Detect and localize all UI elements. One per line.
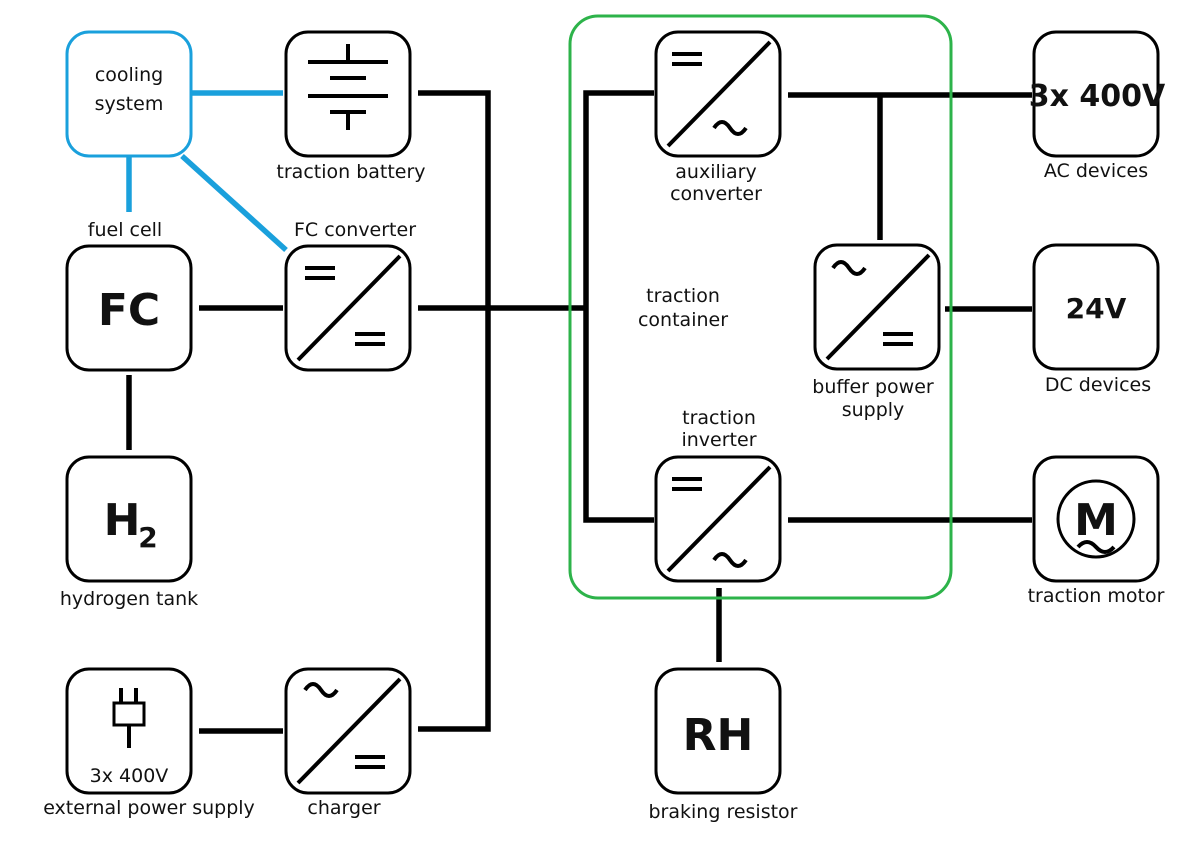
ac-voltage-text: 3x 400V	[1029, 79, 1166, 114]
dc-devices-label: DC devices	[1045, 374, 1151, 396]
hydrogen-tank-block: H 2 hydrogen tank	[60, 455, 198, 610]
traction-container-label-line2: container	[638, 309, 728, 331]
auxiliary-converter-label-line2: converter	[670, 183, 762, 205]
ac-devices-label: AC devices	[1044, 160, 1148, 182]
hydrogen-symbol: H	[104, 495, 141, 546]
buffer-power-supply-label-line2: supply	[842, 399, 905, 421]
charger-label: charger	[307, 797, 380, 819]
traction-motor-box	[1032, 455, 1160, 583]
cooling-lines	[126, 90, 288, 253]
braking-resistor-box	[654, 667, 782, 795]
fuel-cell-block: fuel cell FC	[65, 219, 193, 372]
cooling-system-label-line2: system	[95, 93, 164, 115]
dc-dc-converter-icon	[296, 254, 402, 362]
external-power-supply-label: external power supply	[43, 797, 255, 819]
dc-voltage-text: 24V	[1066, 292, 1127, 325]
traction-inverter-label-line1: traction	[682, 407, 756, 429]
hydrogen-tank-box	[65, 455, 193, 583]
dc-devices-block: 24V DC devices	[1032, 243, 1160, 396]
motor-icon: M	[1056, 479, 1136, 559]
buffer-power-supply-block: buffer power supply	[812, 243, 941, 421]
auxiliary-converter-label-line1: auxiliary	[675, 161, 756, 183]
traction-motor-block: M traction motor	[1028, 455, 1165, 607]
battery-charger-bus	[418, 90, 491, 732]
charger-block: charger	[284, 667, 412, 819]
cooling-system-box	[65, 30, 193, 158]
ac-dc-converter-icon	[825, 253, 931, 361]
buffer-power-supply-label-line1: buffer power	[812, 376, 934, 398]
motor-letter: M	[1074, 495, 1118, 546]
dc-ac-converter-icon	[666, 465, 772, 573]
hydrogen-subscript: 2	[138, 521, 157, 554]
fuel-cell-text: FC	[98, 285, 160, 336]
fuel-cell-label: fuel cell	[88, 219, 162, 241]
hydrogen-tank-label: hydrogen tank	[60, 588, 198, 610]
fc-converter-label: FC converter	[294, 219, 416, 241]
ac-dc-converter-icon	[296, 677, 402, 785]
braking-resistor-text: RH	[683, 710, 754, 761]
ac-devices-block: 3x 400V AC devices	[1029, 30, 1166, 182]
braking-resistor-label: braking resistor	[649, 801, 798, 823]
fc-converter-block: FC converter	[284, 219, 416, 372]
auxiliary-converter-block: auxiliary converter	[654, 30, 782, 205]
container-internal-bus	[583, 90, 654, 523]
traction-motor-label: traction motor	[1028, 585, 1165, 607]
connection-lines	[126, 90, 1032, 734]
traction-inverter-label-line2: inverter	[681, 429, 756, 451]
traction-battery-block: traction battery	[276, 30, 426, 183]
traction-battery-label: traction battery	[276, 161, 425, 183]
traction-inverter-block: traction inverter	[654, 407, 782, 583]
external-power-supply-block: 3x 400V external power supply	[43, 667, 255, 819]
cooling-system-label-line1: cooling	[95, 64, 163, 86]
cooling-fc-converter-line	[180, 153, 288, 253]
dc-ac-converter-icon	[666, 40, 772, 148]
plug-icon	[112, 688, 146, 748]
traction-container-label-line1: traction	[646, 285, 720, 307]
traction-container-frame	[568, 14, 953, 600]
ac-devices-box	[1032, 30, 1160, 158]
battery-icon	[308, 44, 388, 130]
braking-resistor-block: RH braking resistor	[649, 667, 798, 823]
fuel-cell-box	[65, 244, 193, 372]
dc-devices-box	[1032, 243, 1160, 371]
external-voltage-text: 3x 400V	[90, 765, 169, 787]
